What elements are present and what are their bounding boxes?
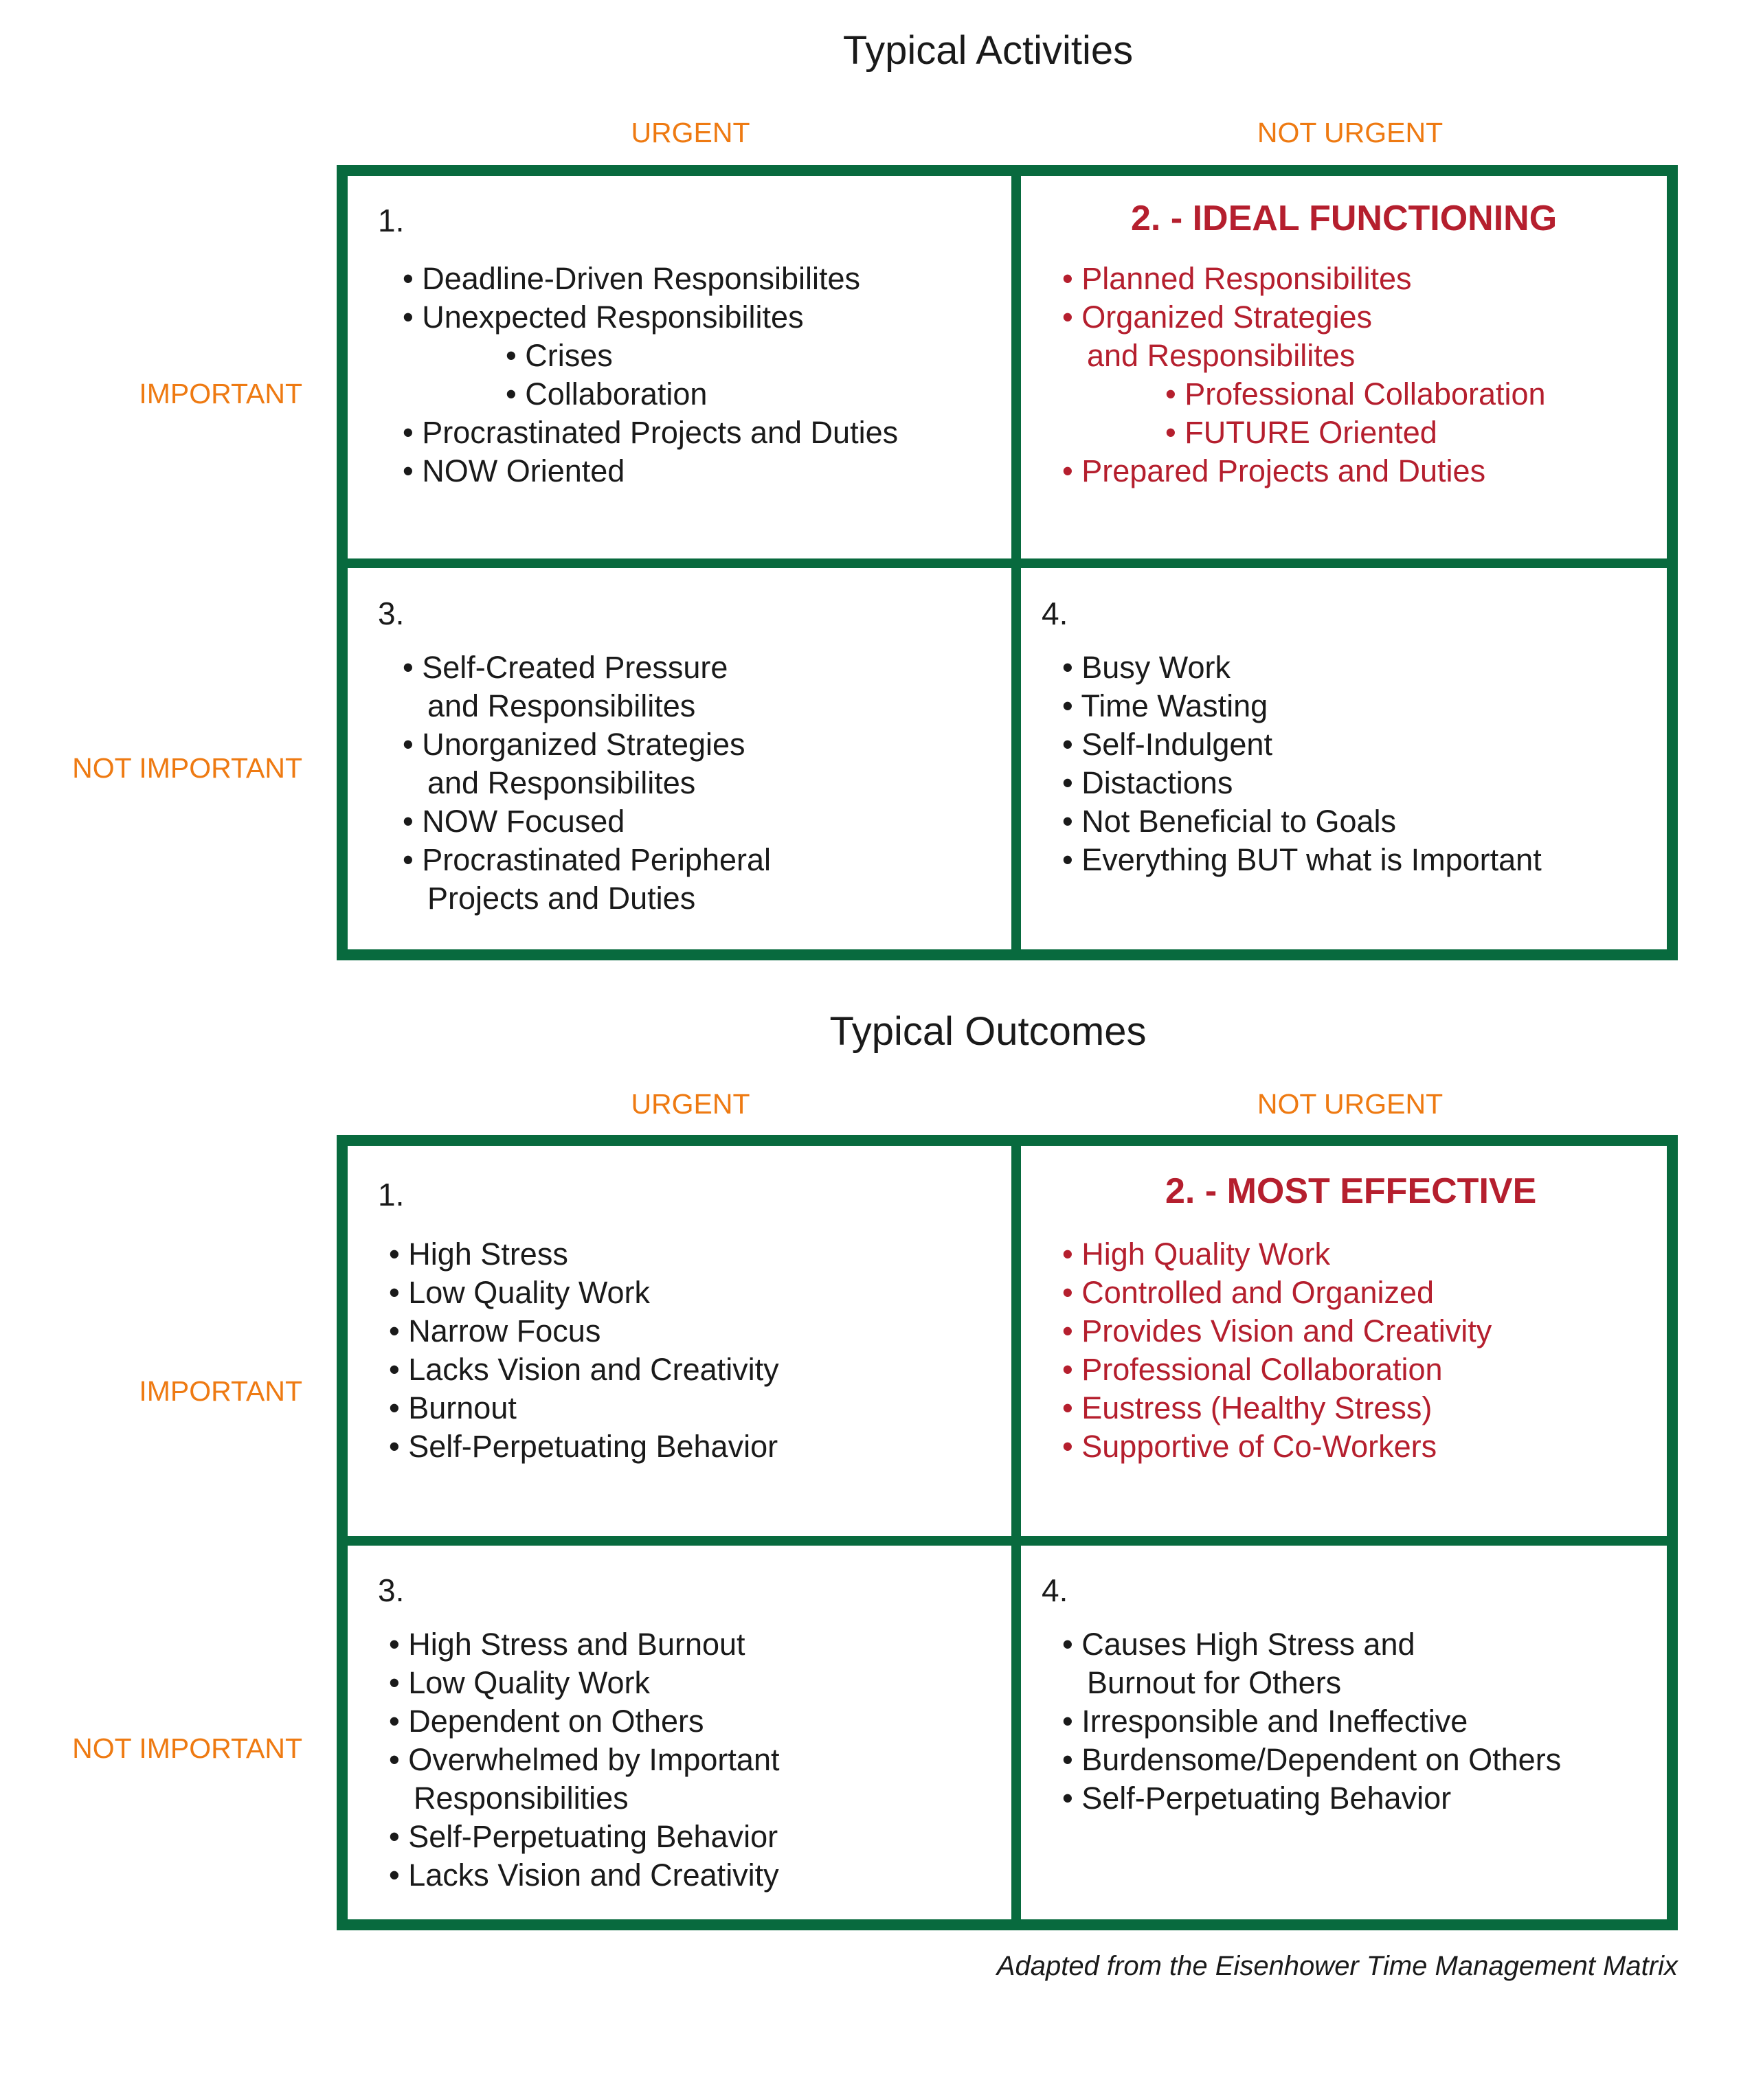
- list-item: • Provides Vision and Creativity: [1062, 1313, 1492, 1348]
- list-item: • Professional Collaboration: [1165, 376, 1546, 411]
- list-item: • High Quality Work: [1062, 1237, 1331, 1272]
- list-item: • Professional Collaboration: [1062, 1352, 1443, 1387]
- activities-row-not-important: NOT IMPORTANT: [72, 752, 302, 784]
- activities-title: Typical Activities: [842, 28, 1134, 73]
- list-item: • Lacks Vision and Creativity: [389, 1352, 779, 1387]
- list-item: • High Stress: [389, 1237, 568, 1272]
- outcomes-divider-horizontal: [348, 1536, 1667, 1546]
- outcomes-q4-number: 4.: [1042, 1572, 1068, 1608]
- activities-q2-list: • Planned Responsibilites • Organized St…: [1062, 260, 1546, 490]
- list-item: • FUTURE Oriented: [1165, 415, 1437, 450]
- list-item: • Self-Perpetuating Behavior: [1062, 1781, 1452, 1816]
- list-item: • Burnout: [389, 1390, 517, 1425]
- list-item: • Distactions: [1062, 765, 1233, 800]
- outcomes-q3-list: • High Stress and Burnout • Low Quality …: [389, 1625, 779, 1895]
- outcomes-row-not-important: NOT IMPORTANT: [72, 1732, 302, 1764]
- activities-q4-list: • Busy Work • Time Wasting • Self-Indulg…: [1062, 648, 1542, 879]
- list-item: • Unexpected Responsibilites: [403, 300, 804, 335]
- activities-row-important: IMPORTANT: [139, 378, 302, 409]
- activities-q1-list: • Deadline-Driven Responsibilites • Unex…: [403, 260, 898, 490]
- list-item: and Responsibilites: [427, 688, 696, 723]
- list-item: • Self-Indulgent: [1062, 727, 1272, 762]
- list-item: • Eustress (Healthy Stress): [1062, 1390, 1433, 1425]
- list-item: • Dependent on Others: [389, 1704, 704, 1739]
- outcomes-col-not-urgent: NOT URGENT: [1257, 1088, 1444, 1120]
- activities-q3-number: 3.: [378, 596, 405, 631]
- list-item: • Low Quality Work: [389, 1665, 651, 1700]
- list-item: • Burdensome/Dependent on Others: [1062, 1742, 1562, 1777]
- list-item: • Procrastinated Projects and Duties: [403, 415, 899, 450]
- list-item: • Not Beneficial to Goals: [1062, 804, 1396, 839]
- list-item: • Supportive of Co-Workers: [1062, 1429, 1437, 1464]
- list-item: Burnout for Others: [1087, 1665, 1342, 1700]
- list-item: • Causes High Stress and: [1062, 1627, 1415, 1662]
- list-item: • Procrastinated Peripheral: [403, 842, 772, 877]
- outcomes-row-important: IMPORTANT: [139, 1375, 302, 1407]
- outcomes-q2-list: • High Quality Work • Controlled and Org…: [1062, 1235, 1492, 1466]
- activities-col-urgent: URGENT: [631, 117, 750, 148]
- list-item: • Busy Work: [1062, 650, 1231, 685]
- list-item: • Overwhelmed by Important: [389, 1742, 780, 1777]
- list-item: • Narrow Focus: [389, 1313, 601, 1348]
- source-caption: Adapted from the Eisenhower Time Managem…: [996, 1951, 1678, 1981]
- list-item: • Self-Perpetuating Behavior: [389, 1429, 778, 1464]
- activities-q1-number: 1.: [378, 203, 405, 238]
- list-item: • Deadline-Driven Responsibilites: [403, 261, 861, 296]
- outcomes-q1-list: • High Stress • Low Quality Work • Narro…: [389, 1235, 779, 1466]
- list-item: • Unorganized Strategies: [403, 727, 745, 762]
- outcomes-q3-number: 3.: [378, 1572, 405, 1608]
- list-item: • NOW Focused: [403, 804, 625, 839]
- outcomes-q4-list: • Causes High Stress and Burnout for Oth…: [1062, 1625, 1561, 1818]
- list-item: • Crises: [506, 338, 613, 373]
- activities-matrix: 1. • Deadline-Driven Responsibilites • U…: [337, 165, 1678, 960]
- outcomes-divider-vertical: [1011, 1146, 1021, 1919]
- list-item: • NOW Oriented: [403, 453, 625, 488]
- list-item: • Organized Strategies: [1062, 300, 1372, 335]
- outcomes-title: Typical Outcomes: [829, 1009, 1147, 1054]
- activities-col-not-urgent: NOT URGENT: [1257, 117, 1444, 148]
- list-item: Projects and Duties: [427, 881, 696, 916]
- activities-q3-list: • Self-Created Pressure and Responsibili…: [403, 648, 771, 918]
- list-item: • Everything BUT what is Important: [1062, 842, 1542, 877]
- list-item: and Responsibilites: [427, 765, 696, 800]
- outcomes-col-urgent: URGENT: [631, 1088, 750, 1120]
- list-item: • Collaboration: [506, 376, 708, 411]
- list-item: • Low Quality Work: [389, 1275, 651, 1310]
- list-item: • Time Wasting: [1062, 688, 1268, 723]
- activities-q2-heading: 2. - IDEAL FUNCTIONING: [1131, 199, 1558, 238]
- list-item: • Prepared Projects and Duties: [1062, 453, 1486, 488]
- list-item: • Self-Perpetuating Behavior: [389, 1819, 778, 1854]
- list-item: • Irresponsible and Ineffective: [1062, 1704, 1468, 1739]
- list-item: • High Stress and Burnout: [389, 1627, 745, 1662]
- outcomes-q1-number: 1.: [378, 1177, 405, 1212]
- list-item: • Planned Responsibilites: [1062, 261, 1412, 296]
- list-item: and Responsibilites: [1087, 338, 1356, 373]
- list-item: • Controlled and Organized: [1062, 1275, 1435, 1310]
- activities-q4-number: 4.: [1042, 596, 1068, 631]
- list-item: • Self-Created Pressure: [403, 650, 728, 685]
- list-item: Responsibilities: [414, 1781, 629, 1816]
- outcomes-matrix: 1. • High Stress • Low Quality Work • Na…: [337, 1135, 1678, 1930]
- outcomes-q2-heading: 2. - MOST EFFECTIVE: [1165, 1171, 1537, 1211]
- list-item: • Lacks Vision and Creativity: [389, 1858, 779, 1893]
- activities-divider-horizontal: [348, 558, 1667, 568]
